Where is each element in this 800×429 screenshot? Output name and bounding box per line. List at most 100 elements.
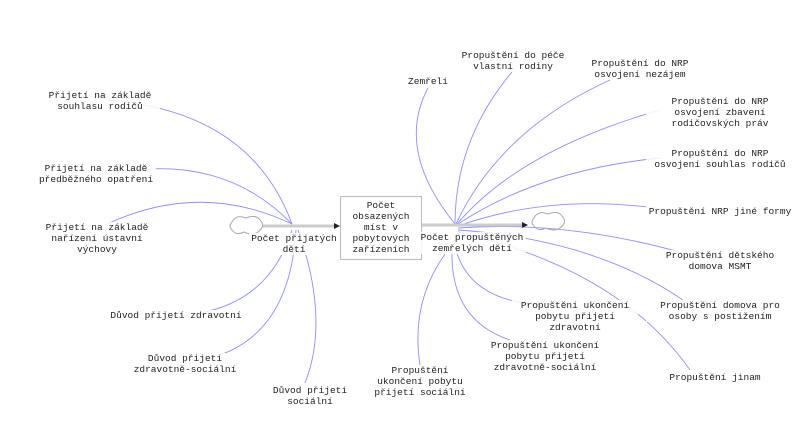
text: rodičů — [108, 101, 143, 112]
label-propusteni-jinam[interactable]: Propuštění jinam — [655, 372, 775, 383]
text: Počet — [251, 233, 280, 244]
label-propusteni-msmt[interactable]: Propuštění dětského domova MSMT — [660, 250, 780, 272]
text: přijetí — [575, 311, 615, 322]
stock-box[interactable] — [340, 196, 422, 260]
label-duvod-socialni[interactable]: Důvod přijetí sociální — [262, 385, 358, 407]
text: Propuštění — [490, 340, 548, 351]
text: ukončení — [583, 300, 630, 311]
text: souhlas — [705, 159, 746, 170]
text: zdravotní — [190, 310, 242, 321]
text: obsazených — [352, 211, 410, 222]
text: Propuštění — [591, 58, 649, 69]
label-prijeti-opatreni[interactable]: Přijetí na základě předběžného opatření — [36, 163, 156, 185]
text: zdravotně-sociální — [493, 362, 597, 373]
text: dětského — [728, 250, 775, 261]
arrowhead — [522, 222, 528, 228]
cloud-source-icon — [229, 215, 264, 235]
cloud-sink-icon — [531, 211, 566, 231]
label-propusteni-souhlas[interactable]: Propuštění do NRP osvojení souhlas rodič… — [646, 148, 794, 170]
text: na — [91, 222, 103, 233]
text: jinam — [732, 372, 761, 383]
text: Propuštění — [665, 250, 723, 261]
text: do — [524, 50, 536, 61]
text: pro — [762, 300, 780, 311]
text: do NRP — [734, 96, 769, 107]
text: NRP — [711, 206, 729, 217]
text: Přijetí — [48, 90, 89, 101]
text: Propuštění — [391, 365, 449, 376]
label-propusteni-rodina[interactable]: Propuštění do péče vlastní rodiny — [455, 50, 571, 72]
label-propusteni-zdravotni[interactable]: Propuštění ukončení pobytu přijetí zdrav… — [512, 300, 638, 333]
text: ukončení — [553, 340, 600, 351]
text: sociální — [287, 396, 333, 407]
label-duvod-zdravotne-socialni[interactable]: Důvod přijetí zdravotně-sociální — [127, 353, 243, 375]
text: výchovy — [77, 244, 117, 255]
text: MSMT — [728, 261, 752, 272]
text: rodiny — [518, 61, 553, 72]
text: Propuštění — [520, 300, 578, 311]
text: do — [654, 58, 666, 69]
text: zdravotně-sociální — [133, 364, 237, 375]
link — [415, 87, 456, 225]
text: základě — [107, 163, 148, 174]
link — [457, 157, 661, 225]
label-prijeti-souhlas[interactable]: Přijetí na základě souhlasu rodičů — [40, 90, 160, 112]
label-prijeti-vychova[interactable]: Přijetí na základě nařízení ústavní vých… — [37, 222, 157, 255]
link — [104, 99, 293, 225]
flow-pocet-prijatych[interactable]: Počet přijatých dětí — [249, 233, 339, 255]
text: Důvod — [147, 353, 177, 364]
link — [456, 109, 661, 225]
text: domova — [722, 300, 758, 311]
text: Důvod — [110, 310, 139, 321]
text: pobytu — [505, 351, 540, 362]
text: přijetí — [144, 310, 185, 321]
text: přijetí — [182, 353, 223, 364]
text: přijetí — [545, 351, 585, 362]
stock-pocet-obsazenych[interactable]: Počet obsazených míst v pobytových zaříz… — [343, 200, 419, 255]
label-zemreli[interactable]: Zemřelí — [408, 76, 448, 87]
text: ústavní — [102, 233, 143, 244]
label-propusteni-zbaveni[interactable]: Propuštění do NRP osvojení zbavení rodič… — [646, 96, 794, 129]
label-propusteni-socialni[interactable]: Propuštění ukončení pobytu přijetí sociá… — [370, 365, 470, 398]
label-duvod-zdravotni[interactable]: Důvod přijetí zdravotní — [106, 310, 246, 321]
text: jiné — [734, 206, 758, 217]
text: zařízeních — [352, 244, 410, 255]
text: Důvod — [272, 385, 302, 396]
text: míst v — [363, 222, 399, 233]
text: zdravotní — [549, 322, 601, 333]
arrowhead — [334, 223, 340, 229]
text: dětí — [489, 243, 512, 254]
label-propusteni-nrp-jine[interactable]: Propuštění NRP jiné formy — [646, 206, 794, 217]
text: předběžného — [38, 174, 102, 185]
text: práv — [745, 118, 769, 129]
label-propusteni-zdravotne-socialni[interactable]: Propuštění ukončení pobytu přijetí zdrav… — [482, 340, 608, 373]
text: Přijetí — [44, 163, 85, 174]
text: Počet — [420, 232, 450, 243]
text: Zemřelí — [408, 76, 448, 87]
text: pobytu — [535, 311, 570, 322]
text: přijetí — [307, 385, 348, 396]
text: souhlasu — [57, 101, 103, 112]
text: pobytových — [352, 233, 410, 244]
text: Počet — [366, 200, 396, 211]
text: rodičů — [751, 159, 786, 170]
text: propuštěných — [454, 232, 524, 243]
text: nařízení — [51, 233, 97, 244]
text: dětí — [282, 244, 306, 255]
label-propusteni-nezajem[interactable]: Propuštění do NRP osvojení nezájem — [582, 58, 698, 80]
text: vlastní — [473, 61, 513, 72]
flow-pocet-propustenych[interactable]: Počet propuštěných zemřelých dětí — [418, 232, 526, 254]
text: Propuštění — [669, 372, 727, 383]
link — [455, 249, 541, 306]
link — [455, 79, 611, 225]
text: osoby s — [668, 311, 709, 322]
text: osvojení — [674, 107, 720, 118]
label-propusteni-postizeni[interactable]: Propuštění domova pro osoby s postižením — [646, 300, 794, 322]
text: osvojení — [594, 69, 640, 80]
text: zbavení — [725, 107, 766, 118]
link — [451, 249, 511, 341]
text: NRP — [671, 58, 689, 69]
text: péče — [541, 50, 565, 61]
link — [417, 249, 449, 366]
text: základě — [108, 222, 149, 233]
